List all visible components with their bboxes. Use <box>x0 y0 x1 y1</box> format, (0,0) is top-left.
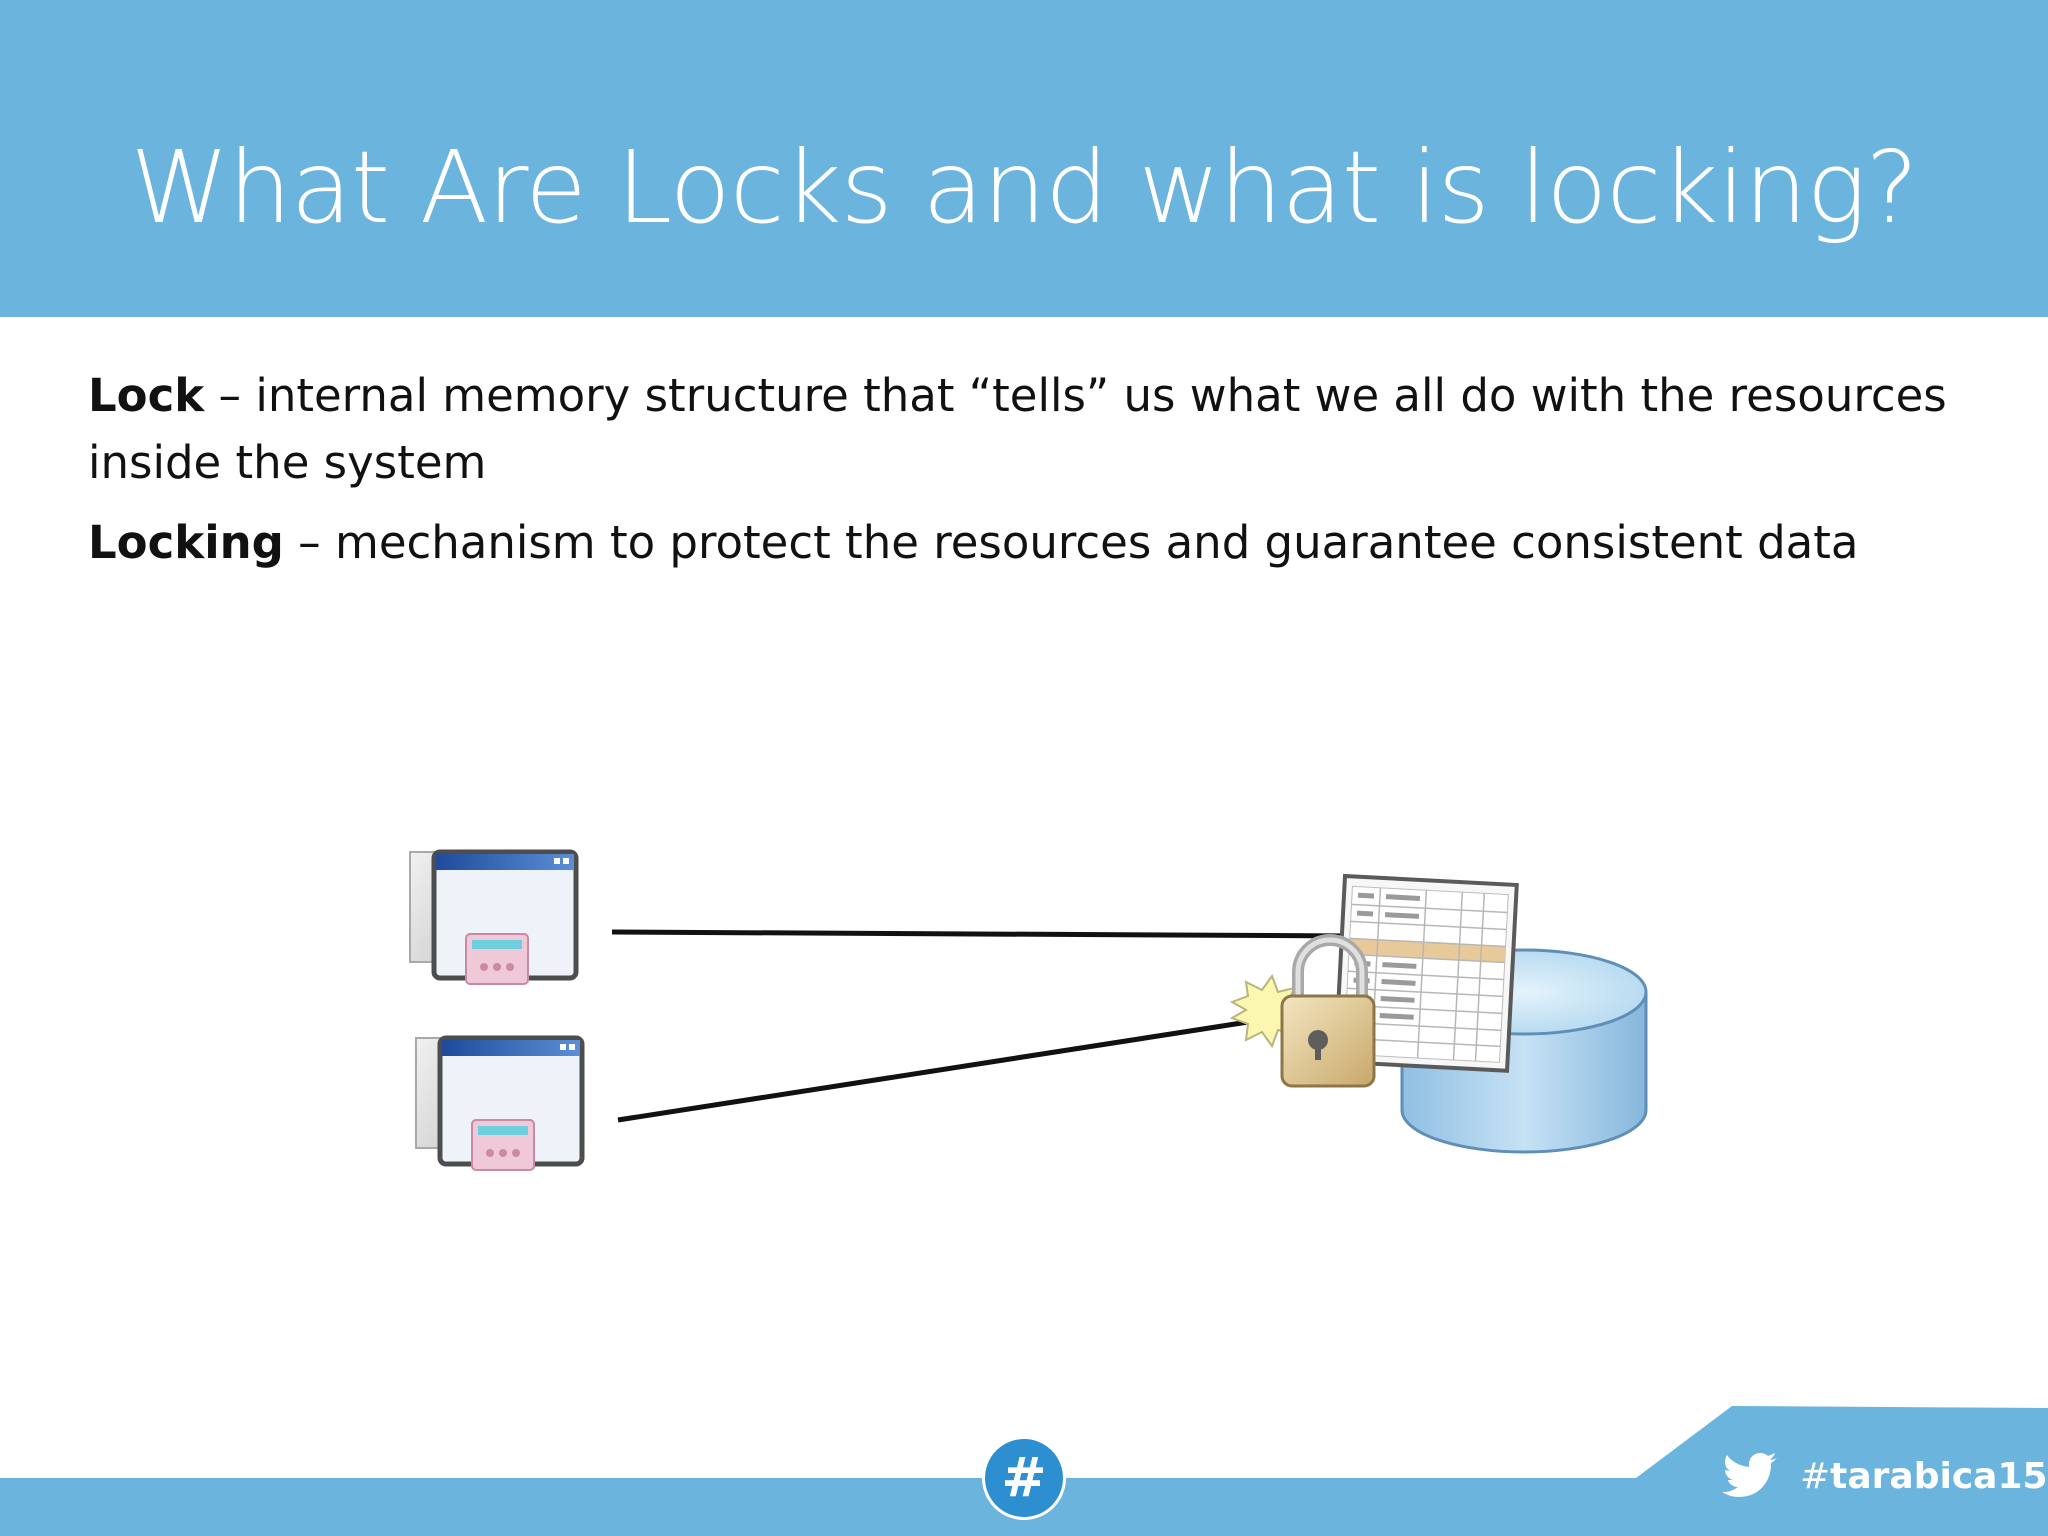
hashtag-word: tarabica15 <box>1830 1456 2048 1497</box>
definition-separator: – <box>283 516 335 569</box>
application-window-icon <box>415 1035 585 1171</box>
definition-term: Lock <box>88 369 205 422</box>
data-table-icon <box>1333 873 1519 1073</box>
definition-lock: Lock – internal memory structure that “t… <box>88 362 1988 496</box>
hashtag-prefix: # <box>1800 1456 1831 1497</box>
application-window-icon <box>409 849 579 985</box>
event-hashtag: #tarabica15 <box>1800 1452 2048 1502</box>
connection-line-2 <box>617 1019 1249 1123</box>
hashtag-badge-icon: # <box>982 1436 1066 1520</box>
definitions: Lock – internal memory structure that “t… <box>88 362 1988 589</box>
definition-locking: Locking – mechanism to protect the resou… <box>88 509 1988 576</box>
title-banner: What Are Locks and what is locking? <box>0 0 2048 317</box>
connection-line-1 <box>611 929 1353 939</box>
definition-separator: – <box>204 369 256 422</box>
padlock-icon <box>1280 934 1376 1088</box>
definition-text: internal memory structure that “tells” u… <box>88 369 1947 489</box>
definition-text: mechanism to protect the resources and g… <box>334 516 1859 569</box>
slide-title: What Are Locks and what is locking? <box>130 129 1918 246</box>
twitter-bird-icon <box>1722 1453 1777 1497</box>
definition-term: Locking <box>88 516 284 569</box>
